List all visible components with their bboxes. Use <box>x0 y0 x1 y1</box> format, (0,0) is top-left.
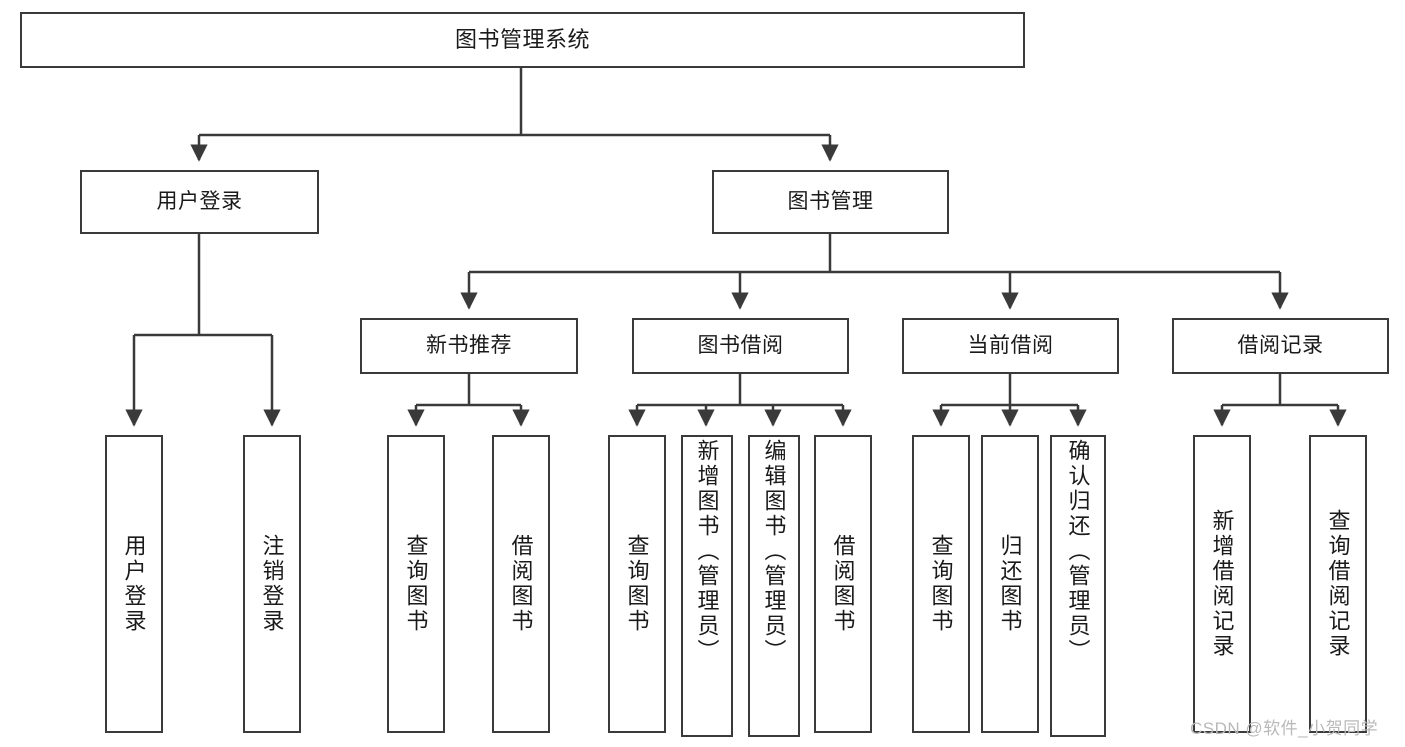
node-label: 新书推荐 <box>426 334 512 358</box>
leaf-query-book-current[interactable]: 查询图书 <box>912 435 970 733</box>
node-label: 当前借阅 <box>967 334 1054 358</box>
node-label: 用户登录 <box>121 534 147 634</box>
leaf-borrow-book[interactable]: 借阅图书 <box>814 435 872 733</box>
node-label: 借阅图书 <box>830 534 856 634</box>
leaf-query-borrow-record[interactable]: 查询借阅记录 <box>1309 435 1367 733</box>
leaf-add-book-admin[interactable]: 新增图书（管理员） <box>681 435 733 737</box>
leaf-confirm-return-admin[interactable]: 确认归还（管理员） <box>1050 435 1106 737</box>
node-label: 注销登录 <box>259 534 285 634</box>
node-label: 查询图书 <box>928 534 954 634</box>
leaf-query-book-borrow[interactable]: 查询图书 <box>608 435 666 733</box>
leaf-logout-login[interactable]: 注销登录 <box>243 435 301 733</box>
node-user-login[interactable]: 用户登录 <box>80 170 319 234</box>
node-label: 借阅记录 <box>1237 334 1324 358</box>
node-label: 查询借阅记录 <box>1325 509 1351 659</box>
leaf-add-borrow-record[interactable]: 新增借阅记录 <box>1193 435 1251 733</box>
node-book-borrow[interactable]: 图书借阅 <box>632 318 849 374</box>
node-borrow-record[interactable]: 借阅记录 <box>1172 318 1389 374</box>
node-label: 查询图书 <box>624 534 650 634</box>
node-label: 图书管理系统 <box>454 26 590 52</box>
node-root-system[interactable]: 图书管理系统 <box>20 12 1025 68</box>
node-label: 查询图书 <box>403 534 429 634</box>
leaf-edit-book-admin[interactable]: 编辑图书（管理员） <box>748 435 800 737</box>
node-label: 确认归还（管理员） <box>1065 439 1091 664</box>
node-label: 编辑图书（管理员） <box>761 439 787 664</box>
node-new-book-recommend[interactable]: 新书推荐 <box>360 318 578 374</box>
leaf-user-login[interactable]: 用户登录 <box>105 435 163 733</box>
node-label: 图书管理 <box>787 190 874 214</box>
node-book-management[interactable]: 图书管理 <box>712 170 949 234</box>
node-label: 图书借阅 <box>697 334 784 358</box>
node-label: 用户登录 <box>156 190 243 214</box>
leaf-query-book-recommend[interactable]: 查询图书 <box>387 435 445 733</box>
node-label: 归还图书 <box>997 534 1023 634</box>
csdn-watermark: CSDN @软件_小贺同学 <box>1190 719 1379 738</box>
node-current-borrow[interactable]: 当前借阅 <box>902 318 1119 374</box>
node-label: 新增借阅记录 <box>1209 509 1235 659</box>
leaf-borrow-book-recommend[interactable]: 借阅图书 <box>492 435 550 733</box>
node-label: 新增图书（管理员） <box>694 439 720 664</box>
node-label: 借阅图书 <box>508 534 534 634</box>
leaf-return-book[interactable]: 归还图书 <box>981 435 1039 733</box>
